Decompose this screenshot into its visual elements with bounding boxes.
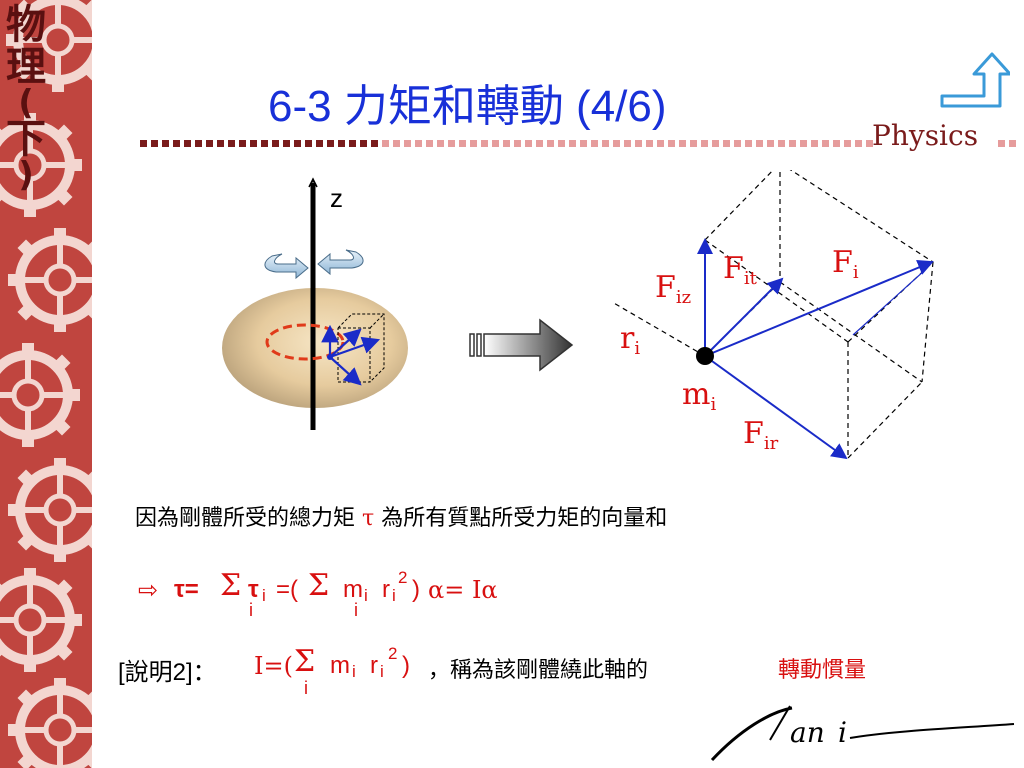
implies-arrow-icon: ⇨	[138, 577, 159, 604]
explanation-r: r	[370, 652, 378, 679]
svg-text:Fit: Fit	[723, 251, 758, 289]
mass-point-m-i	[696, 347, 714, 365]
rigid-body-diagram: z Fi Fit Fiz ri mi Fir	[222, 170, 934, 460]
svg-text:Fiz: Fiz	[655, 270, 691, 308]
force-decomposition-box	[611, 170, 934, 459]
brand-label: Physics	[872, 119, 979, 152]
equation-m: m	[343, 576, 363, 603]
equation-tau-i: τ	[248, 576, 259, 603]
sidebar-char: )	[18, 155, 34, 195]
page-title: 6-3 力矩和轉動 (4/6)	[268, 82, 667, 131]
equation-tau: τ=	[174, 576, 199, 603]
svg-text:Fir: Fir	[743, 416, 779, 454]
sidebar-char: 理	[6, 44, 46, 90]
explanation-m: m	[330, 652, 350, 679]
statement-part1: 因為剛體所受的總力矩	[135, 506, 356, 531]
signature-logo: an i	[710, 705, 1015, 762]
torque-sum-statement: 因為剛體所受的總力矩 τ 為所有質點所受力矩的向量和	[135, 500, 667, 532]
tau-symbol: τ	[362, 506, 375, 531]
svg-text:mi: mi	[682, 377, 716, 415]
svg-text:Fi: Fi	[832, 245, 859, 283]
equation-eq-open: =(	[276, 576, 299, 603]
svg-text:ri: ri	[620, 321, 640, 359]
statement-part2: 為所有質點所受力矩的向量和	[381, 506, 668, 531]
explanation-r-sub: i	[380, 662, 384, 681]
equation-tau-i-sub: i	[262, 586, 266, 605]
explanation-m-sub: i	[352, 662, 356, 681]
axis-label-z: z	[330, 183, 343, 213]
equation-sum-index: i	[249, 600, 253, 620]
svg-text:i: i	[838, 716, 847, 749]
explanation-I-open: I=(	[254, 652, 293, 680]
rotation-arrow-left	[264, 253, 309, 280]
sidebar-char: (	[18, 83, 34, 123]
svg-text:an: an	[790, 716, 825, 749]
explanation-sigma: Σ	[294, 644, 316, 679]
equation-sigma: Σ	[220, 568, 242, 603]
equation-sigma2: Σ	[308, 568, 330, 603]
equation-r-sup: 2	[398, 568, 408, 587]
header-divider	[140, 140, 1016, 147]
explanation-middle: ，稱為該剛體繞此軸的	[428, 658, 649, 683]
equation-m-sub: i	[364, 586, 368, 605]
sidebar-char: 物	[6, 2, 46, 48]
return-arrow-icon[interactable]	[940, 50, 1010, 110]
sidebar: 物 理 ( 下 )	[0, 0, 92, 768]
explanation-close: )	[402, 652, 410, 679]
equation-alpha: α= Iα	[428, 576, 498, 604]
explanation-r-sup: 2	[388, 644, 398, 663]
equation-r: r	[382, 576, 390, 603]
sidebar-char: 下	[6, 116, 46, 162]
sidebar-title: 物 理 ( 下 )	[2, 2, 50, 195]
equation-r-sub: i	[392, 586, 396, 605]
torque-equation: ⇨ τ= Σ τ i i =( Σ m i i r i 2 ) α= Iα	[138, 566, 558, 626]
transition-arrow	[469, 318, 574, 372]
equation-close: )	[412, 576, 420, 603]
equation-sum-index2: i	[354, 600, 358, 620]
explanation-bracket: [說明2]：	[118, 659, 217, 686]
explanation-sum-index: i	[304, 678, 308, 698]
moment-of-inertia-term: 轉動慣量	[778, 658, 867, 683]
moment-of-inertia-explanation: [說明2]： I=( Σ i m i r i 2 ) ，稱為該剛體繞此軸的 轉動…	[118, 644, 938, 706]
force-vectors	[697, 238, 934, 460]
rotation-arrow-right	[317, 249, 364, 276]
